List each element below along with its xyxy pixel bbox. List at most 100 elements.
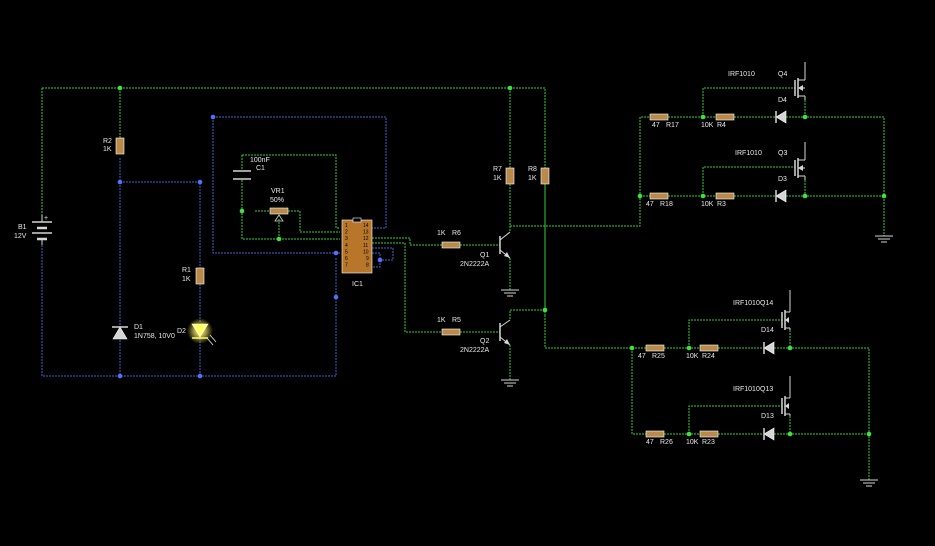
q4-gate-wire[interactable] <box>702 87 795 117</box>
r2-value: 1K <box>103 146 112 153</box>
resistor-r6[interactable]: 1K R6 <box>437 230 461 249</box>
resistor-r18[interactable]: 47 R18 <box>646 192 673 208</box>
zener-d1[interactable]: D1 1N758, 10V0 <box>112 324 175 340</box>
resistor-r17[interactable]: 47 R17 <box>649 113 679 129</box>
junction-dot <box>637 193 643 199</box>
q14-gate-wire[interactable] <box>688 319 782 348</box>
bottom-bank-drive-wire[interactable] <box>544 315 646 435</box>
ic-out-q1-wire[interactable] <box>372 237 442 246</box>
vr1-right-wire[interactable] <box>288 210 340 233</box>
junction-dot <box>700 114 706 120</box>
q13-ref: Q13 <box>760 386 773 393</box>
ground-return-wire[interactable] <box>41 245 337 377</box>
junction-dot <box>117 85 123 91</box>
battery-plus-sign: + <box>44 215 48 222</box>
resistor-r2[interactable]: R2 1K <box>103 137 125 155</box>
ground-top-bank <box>875 235 893 243</box>
ic-pin14-wire[interactable] <box>213 116 387 229</box>
r26-value: 47 <box>646 439 654 446</box>
resistor-r26[interactable]: 47 R26 <box>645 430 673 446</box>
potentiometer-vr1[interactable]: VR1 50% <box>269 188 289 222</box>
resistor-r8[interactable]: R8 1K <box>528 166 550 185</box>
junction-dot <box>542 307 548 313</box>
q2-value: 2N2222A <box>460 347 490 354</box>
battery-b1[interactable]: + B1 12V <box>14 215 52 245</box>
c1-bottom-wire[interactable] <box>241 180 340 240</box>
junction-dot <box>866 431 872 437</box>
mosfet-q4[interactable]: IRF1010 Q4 <box>728 62 806 100</box>
d1-value: 1N758, 10V0 <box>134 333 175 340</box>
junction-dot <box>333 250 339 256</box>
r1-value: 1K <box>182 276 191 283</box>
vr1-value: 50% <box>270 197 284 204</box>
resistor-r7[interactable]: R7 1K <box>493 166 515 185</box>
diode-d4[interactable]: D4 <box>775 97 787 124</box>
r6-ref: R6 <box>452 230 461 237</box>
junction-dot <box>700 193 706 199</box>
led-d2[interactable]: D2 <box>177 318 217 346</box>
diode-d14[interactable]: D14 <box>761 327 775 355</box>
junction-dot <box>117 373 123 379</box>
ic1-pin-label: 2 <box>345 230 348 236</box>
ground-q2 <box>501 379 519 387</box>
q1-value: 2N2222A <box>460 261 490 268</box>
ic1-pin-label: 10 <box>363 249 369 255</box>
ground-bottom-bank <box>860 479 878 487</box>
resistor-r25[interactable]: 47 R25 <box>638 344 665 360</box>
mosfet-q3[interactable]: IRF1010 Q3 <box>735 142 806 180</box>
r25-value: 47 <box>638 353 646 360</box>
battery-value: 12V <box>14 233 27 240</box>
top-bank-drive-wire[interactable] <box>510 116 650 227</box>
resistor-r4[interactable]: 10K R4 <box>701 113 735 129</box>
ic1-pin-label: 6 <box>345 256 348 262</box>
resistor-r3[interactable]: 10K R3 <box>701 192 735 208</box>
resistor-r23[interactable]: 10K R23 <box>686 430 719 446</box>
q3-value: IRF1010 <box>735 150 762 157</box>
ic1-pin-label: 11 <box>363 243 368 249</box>
mosfet-q14[interactable]: IRF1010 Q14 <box>733 290 791 330</box>
wires <box>41 87 885 480</box>
junction-dot <box>197 373 203 379</box>
transistor-q1[interactable]: Q1 2N2222A <box>460 231 511 268</box>
q13-gate-wire[interactable] <box>688 405 782 434</box>
q14-value: IRF1010 <box>733 300 760 307</box>
c1-value: 100nF <box>250 157 270 164</box>
r1-feed-wire[interactable] <box>120 181 201 268</box>
resistor-r24[interactable]: 10K R24 <box>686 344 719 360</box>
ic1-pin-label: 13 <box>363 230 369 236</box>
transistor-q2[interactable]: Q2 2N2222A <box>460 319 511 354</box>
supply-rail-wire[interactable] <box>42 87 546 315</box>
ic-pin10-wire[interactable] <box>372 247 394 261</box>
ic1-pin-label: 7 <box>345 263 348 269</box>
ic1-pin-label: 9 <box>366 256 369 262</box>
d1-ref: D1 <box>134 324 143 331</box>
ic1-pin-label: 1 <box>345 223 348 229</box>
ic-pin6-wire[interactable] <box>212 117 340 254</box>
q1-ref: Q1 <box>480 252 489 259</box>
ic1-pin-label: 5 <box>345 249 348 255</box>
c1-top-wire[interactable] <box>242 154 340 229</box>
junction-dot <box>377 257 383 263</box>
r8-ref: R8 <box>528 166 537 173</box>
ic-out-q2-wire[interactable] <box>372 242 442 333</box>
junctions <box>117 85 887 437</box>
mosfet-q13[interactable]: IRF1010 Q13 <box>733 376 791 416</box>
diode-d3[interactable]: D3 <box>775 176 787 203</box>
junction-dot <box>239 208 245 214</box>
ground-q1 <box>501 289 519 297</box>
capacitor-c1[interactable]: 100nF C1 <box>233 157 270 180</box>
q3-gate-wire[interactable] <box>702 166 795 196</box>
junction-dot <box>333 294 339 300</box>
r24-value: 10K <box>686 353 699 360</box>
d13-ref: D13 <box>761 413 774 420</box>
resistor-r5[interactable]: 1K R5 <box>437 317 461 336</box>
resistor-r1[interactable]: R1 1K <box>182 267 205 285</box>
d2-ref: D2 <box>177 328 186 335</box>
r18-value: 47 <box>646 201 654 208</box>
r6-value: 1K <box>437 230 446 237</box>
diode-d13[interactable]: D13 <box>761 413 775 441</box>
r8-q2-wire[interactable] <box>509 184 546 320</box>
d4-ref: D4 <box>778 97 787 104</box>
